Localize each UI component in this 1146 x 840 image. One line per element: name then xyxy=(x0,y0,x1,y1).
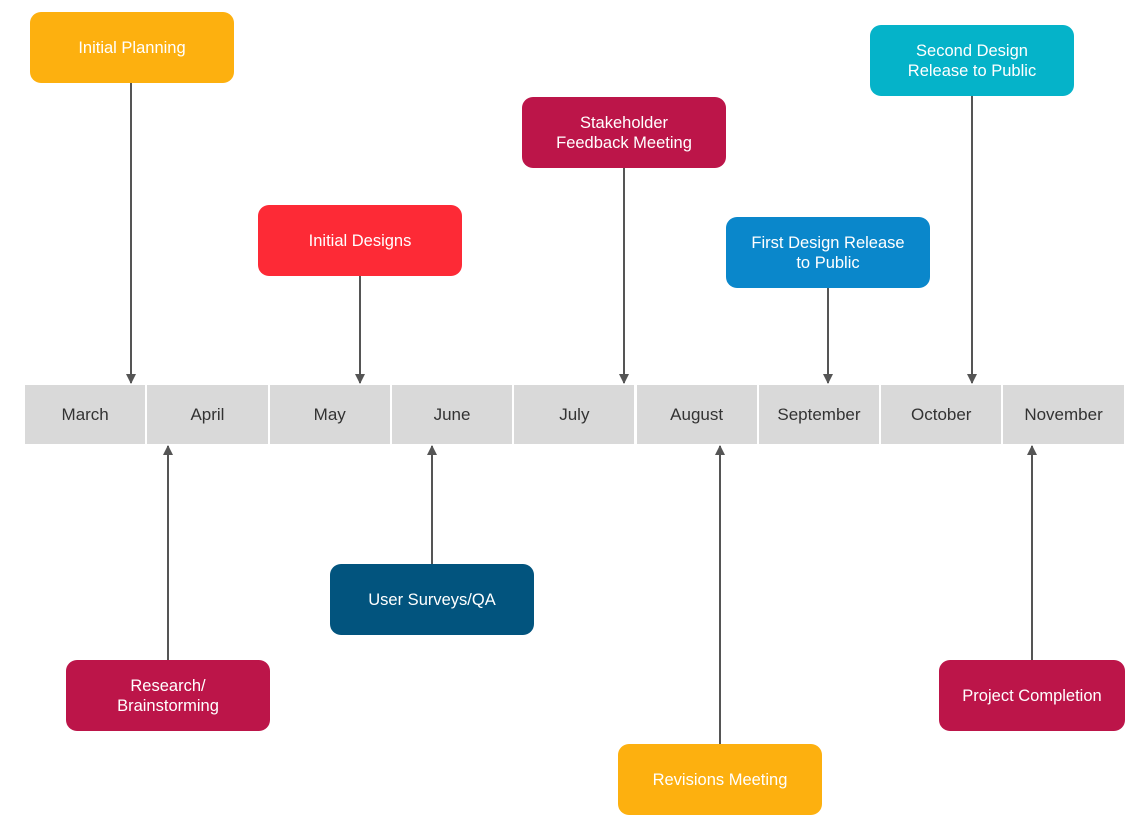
month-cell-september: September xyxy=(758,385,880,444)
event-box-initial-planning: Initial Planning xyxy=(30,12,234,83)
event-box-stakeholder-feedback-meeting: Stakeholder Feedback Meeting xyxy=(522,97,726,168)
event-box-second-design-release: Second Design Release to Public xyxy=(870,25,1074,96)
event-box-revisions-meeting: Revisions Meeting xyxy=(618,744,822,815)
month-cell-april: April xyxy=(147,385,268,444)
month-cell-november: November xyxy=(1003,385,1124,444)
month-cell-march: March xyxy=(25,385,146,444)
month-cell-august: August xyxy=(636,385,757,444)
month-cell-june: June xyxy=(391,385,513,444)
month-cell-may: May xyxy=(269,385,390,444)
event-box-project-completion: Project Completion xyxy=(939,660,1125,731)
event-box-initial-designs: Initial Designs xyxy=(258,205,462,276)
event-box-user-surveys-qa: User Surveys/QA xyxy=(330,564,534,635)
month-cell-july: July xyxy=(514,385,635,444)
event-box-first-design-release: First Design Release to Public xyxy=(726,217,930,288)
event-box-research-brainstorming: Research/ Brainstorming xyxy=(66,660,270,731)
month-cell-october: October xyxy=(881,385,1002,444)
